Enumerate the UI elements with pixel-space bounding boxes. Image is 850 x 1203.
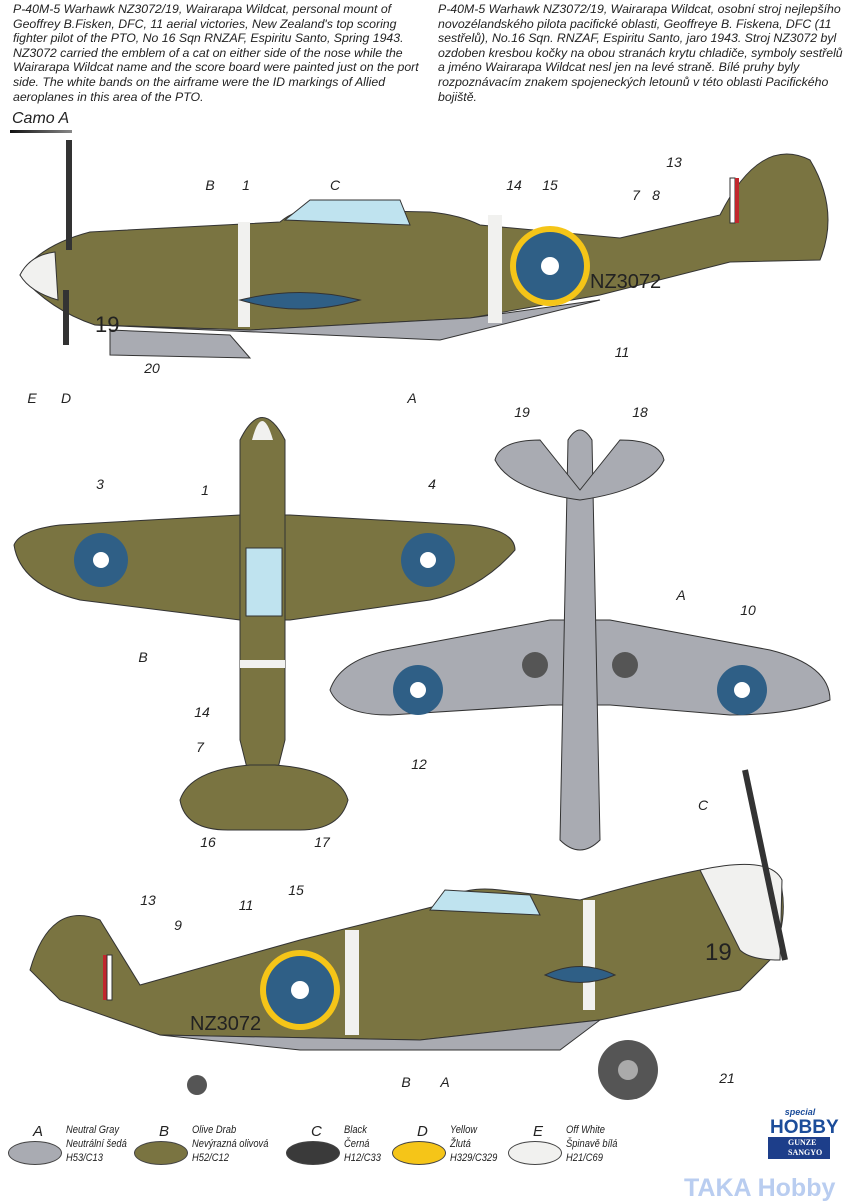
legend-letter: A bbox=[33, 1123, 44, 1140]
callout: 7 bbox=[632, 187, 640, 203]
color-swatch bbox=[134, 1141, 188, 1165]
callout: 13 bbox=[666, 154, 682, 170]
watermark: TAKA Hobby bbox=[684, 1174, 836, 1202]
callout: 14 bbox=[506, 177, 522, 193]
callout: C bbox=[697, 797, 709, 813]
callout: 19 bbox=[514, 404, 530, 420]
bottom-view bbox=[329, 429, 831, 851]
callout: 12 bbox=[411, 756, 427, 772]
legend-letter: D bbox=[417, 1123, 428, 1140]
callout: 11 bbox=[238, 897, 254, 913]
color-swatch bbox=[392, 1141, 446, 1165]
callout: 18 bbox=[632, 404, 648, 420]
callout: A bbox=[676, 587, 686, 603]
port-side-view: NZ3072 19 bbox=[19, 140, 829, 359]
callout: A bbox=[407, 390, 417, 406]
callout: D bbox=[60, 390, 72, 406]
callout: 15 bbox=[288, 882, 304, 898]
starboard-serial: NZ3072 bbox=[190, 1013, 261, 1035]
callout: B bbox=[205, 177, 215, 193]
top-view bbox=[13, 417, 516, 831]
port-code: 19 bbox=[95, 312, 119, 337]
starboard-side-view: NZ3072 19 bbox=[29, 769, 788, 1100]
callout: 16 bbox=[200, 834, 216, 850]
callout: 3 bbox=[96, 476, 104, 492]
callout: 10 bbox=[740, 602, 756, 618]
color-swatch bbox=[8, 1141, 62, 1165]
callout: 1 bbox=[201, 482, 209, 498]
callout: B bbox=[138, 649, 148, 665]
callout: B bbox=[401, 1074, 411, 1090]
starboard-code: 19 bbox=[705, 939, 732, 966]
callout: 20 bbox=[144, 360, 160, 376]
callout: 17 bbox=[314, 834, 330, 850]
port-serial: NZ3072 bbox=[590, 271, 661, 293]
description-czech: P-40M-5 Warhawk NZ3072/19, Wairarapa Wil… bbox=[438, 2, 843, 104]
callout: 14 bbox=[194, 704, 210, 720]
callout: 11 bbox=[614, 344, 630, 360]
callout: 15 bbox=[542, 177, 558, 193]
callout: C bbox=[329, 177, 341, 193]
camo-underline bbox=[10, 130, 72, 133]
legend-letter: B bbox=[159, 1123, 170, 1140]
legend-letter: E bbox=[533, 1123, 544, 1140]
camo-heading: Camo A bbox=[12, 110, 70, 127]
description-english: P-40M-5 Warhawk NZ3072/19, Wairarapa Wil… bbox=[13, 2, 419, 104]
color-swatch bbox=[286, 1141, 340, 1165]
legend-letter: C bbox=[311, 1123, 322, 1140]
callout: 7 bbox=[196, 739, 204, 755]
callout: 4 bbox=[428, 476, 436, 492]
callout: 13 bbox=[140, 892, 156, 908]
callout: E bbox=[27, 390, 37, 406]
callout: 21 bbox=[719, 1070, 735, 1086]
callout: A bbox=[440, 1074, 450, 1090]
callout: 9 bbox=[174, 917, 182, 933]
color-swatch bbox=[508, 1141, 562, 1165]
callout: 8 bbox=[652, 187, 660, 203]
callout: 1 bbox=[242, 177, 250, 193]
